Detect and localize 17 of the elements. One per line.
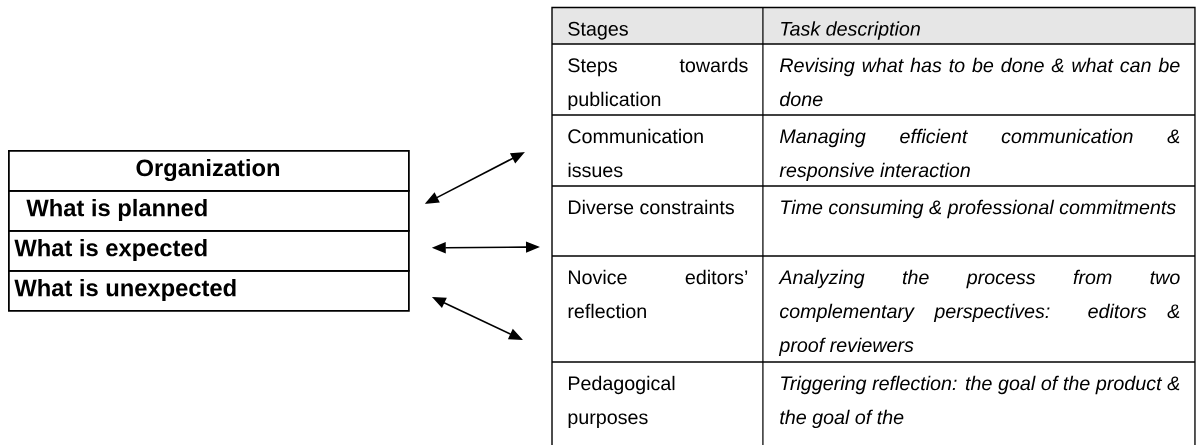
- table-cell: Pedagogical purposes: [568, 375, 675, 429]
- table-cell: Analyzing the process from two complementary perspectives: editors & proof reviewers: [778, 269, 1180, 356]
- table-cell: Communication issues: [568, 128, 703, 178]
- table-cell: Stages: [568, 21, 628, 40]
- table-cell: Steps towards publication: [568, 57, 748, 111]
- table-cell: Task description: [781, 21, 920, 40]
- header-box: What is expected: [8, 230, 410, 272]
- header-box: Organization: [8, 150, 410, 192]
- table-cell: Managing efficient communication & responsive interaction: [779, 128, 1180, 182]
- table-cell: Revising what has to be done & what can be done: [779, 57, 1180, 107]
- table-cell: Triggering reflection: the goal of the product & the goal of the: [780, 375, 1180, 429]
- table: [551, 6, 1196, 445]
- table-cell: Time consuming & professional commitments: [781, 199, 1176, 219]
- header-box: What is planned: [8, 190, 410, 232]
- table-cell: Diverse constraints: [569, 199, 734, 215]
- table-cell: Novice editors’ reflection: [568, 269, 748, 319]
- header-box: What is unexpected: [8, 270, 410, 312]
